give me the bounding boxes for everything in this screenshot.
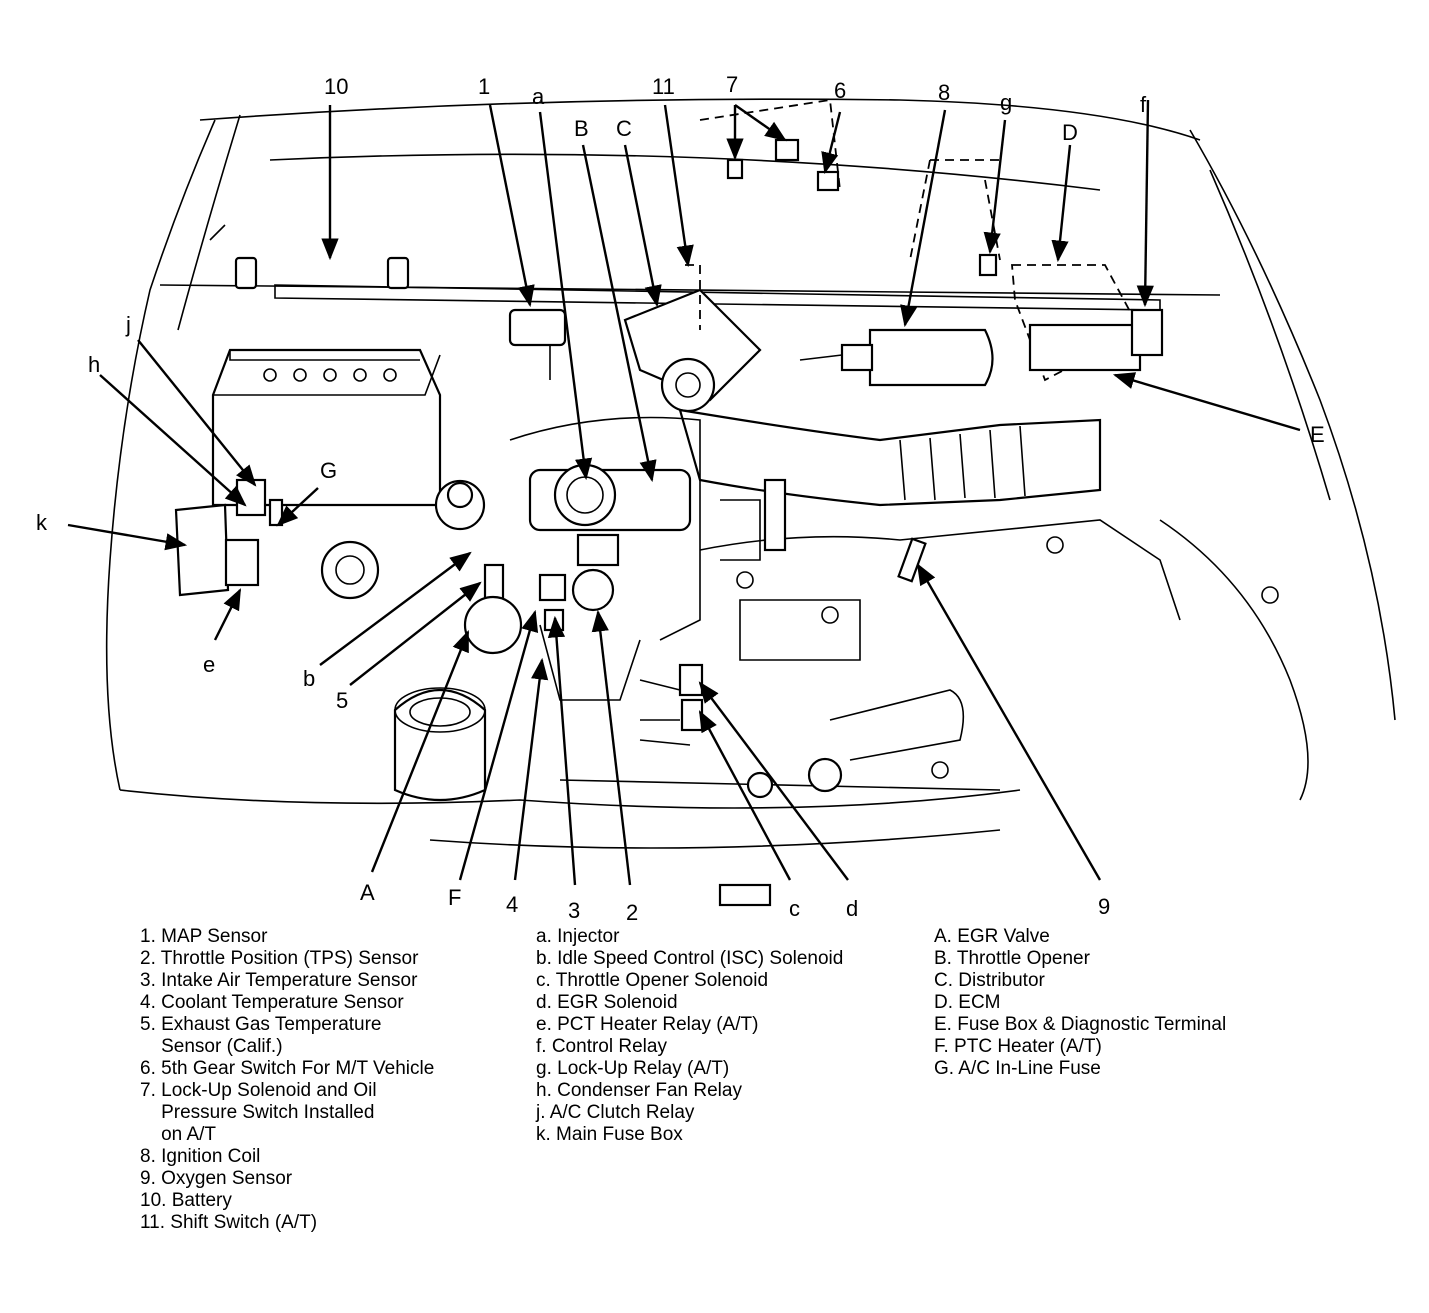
legend-item: 4. Coolant Temperature Sensor — [140, 992, 404, 1013]
legend-item: F. PTC Heater (A/T) — [934, 1036, 1102, 1057]
callout-D: D — [1062, 120, 1078, 145]
leader-7b — [734, 104, 787, 142]
legend-item: 3. Intake Air Temperature Sensor — [140, 970, 418, 991]
legend-item: f. Control Relay — [536, 1036, 667, 1057]
legend-item: h. Condenser Fan Relay — [536, 1080, 742, 1101]
leader-k — [67, 523, 188, 551]
callout-j: j — [125, 312, 131, 337]
legend-item: e. PCT Heater Relay (A/T) — [536, 1014, 759, 1035]
leader-G — [276, 487, 319, 527]
callout-4: 4 — [506, 892, 518, 917]
legend-item: B. Throttle Opener — [934, 948, 1090, 969]
callout-k: k — [36, 510, 48, 535]
callout-a: a — [532, 84, 545, 109]
leader-c — [698, 710, 792, 881]
leader-2 — [591, 609, 632, 886]
leader-E — [1112, 372, 1301, 432]
leader-11 — [663, 104, 694, 268]
legend-item: 11. Shift Switch (A/T) — [140, 1212, 318, 1233]
leader-a — [538, 111, 593, 481]
callout-B: B — [574, 116, 589, 141]
leader-3 — [547, 615, 577, 886]
leader-D — [1051, 144, 1072, 263]
callout-9: 9 — [1098, 894, 1110, 919]
callout-2: 2 — [626, 900, 638, 920]
leader-b — [319, 551, 472, 666]
leader-B — [581, 144, 657, 483]
callout-1: 1 — [478, 74, 490, 99]
leader-9 — [916, 563, 1102, 881]
battery — [211, 256, 442, 507]
legend-item: 8. Ignition Coil — [140, 1146, 261, 1167]
leader-j — [137, 339, 257, 487]
leader-4 — [513, 657, 549, 881]
legend-item: d. EGR Solenoid — [536, 992, 678, 1013]
legend-item: Pressure Switch Installed — [140, 1102, 375, 1123]
legend-item: c. Throttle Opener Solenoid — [536, 970, 769, 991]
engine-compartment-diagram: 10 1 a 11 7 6 8 g D f B C j h G k e b 5 … — [36, 72, 1396, 920]
legend-item: j. A/C Clutch Relay — [536, 1102, 695, 1123]
callout-5: 5 — [336, 688, 348, 713]
callout-f: f — [1140, 92, 1147, 117]
callout-3: 3 — [568, 898, 580, 920]
callout-C: C — [616, 116, 632, 141]
callout-b: b — [303, 666, 315, 691]
callout-h: h — [88, 352, 100, 377]
leader-f — [1136, 99, 1154, 308]
leader-d — [698, 681, 849, 881]
callout-c: c — [789, 896, 800, 920]
legend-uppercase-components: A. EGR Valve B. Throttle Opener C. Distr… — [934, 926, 1226, 1080]
legend-item: 10. Battery — [140, 1190, 232, 1211]
callout-7: 7 — [726, 72, 738, 97]
callout-10: 10 — [324, 74, 348, 99]
legend-item: C. Distributor — [934, 970, 1045, 991]
callout-8: 8 — [938, 80, 950, 105]
legend-item: 2. Throttle Position (TPS) Sensor — [140, 948, 419, 969]
air-intake-hose — [678, 408, 1102, 507]
legend-item: A. EGR Valve — [934, 926, 1050, 947]
leader-F — [458, 609, 539, 881]
throttle-body-and-engine — [434, 416, 1279, 779]
engine-top-components — [508, 98, 994, 413]
leader-6 — [821, 111, 842, 175]
main-fuse-box — [174, 478, 284, 597]
legend-lowercase-relays: a. Injector b. Idle Speed Control (ISC) … — [536, 926, 843, 1146]
callout-labels: 10 1 a 11 7 6 8 g D f B C j h G k e b 5 … — [36, 72, 1325, 920]
legend-item: 1. MAP Sensor — [140, 926, 268, 947]
leader-5 — [349, 581, 482, 686]
leader-1 — [488, 104, 535, 308]
legend-item: on A/T — [140, 1124, 217, 1145]
callout-g: g — [1000, 90, 1012, 115]
callout-d: d — [846, 896, 858, 920]
callout-6: 6 — [834, 78, 846, 103]
legend-item: a. Injector — [536, 926, 620, 947]
legend-item: 6. 5th Gear Switch For M/T Vehicle — [140, 1058, 435, 1079]
leader-g — [983, 119, 1007, 255]
legend-numbered-sensors: 1. MAP Sensor 2. Throttle Position (TPS)… — [140, 926, 434, 1234]
legend-item: b. Idle Speed Control (ISC) Solenoid — [536, 948, 844, 969]
leader-lines — [67, 99, 1301, 886]
lower-engine-components — [320, 537, 1001, 907]
ecm-and-fuse-box — [909, 159, 1164, 382]
legend-item: Sensor (Calif.) — [140, 1036, 283, 1057]
leader-C — [623, 144, 662, 308]
leader-A — [370, 629, 470, 873]
callout-F: F — [448, 885, 461, 910]
callout-e: e — [203, 652, 215, 677]
callout-E: E — [1310, 422, 1325, 447]
legend-item: E. Fuse Box & Diagnostic Terminal — [934, 1014, 1227, 1035]
legend-item: 7. Lock-Up Solenoid and Oil — [140, 1080, 377, 1101]
legend-item: k. Main Fuse Box — [536, 1124, 683, 1145]
legend-item: G. A/C In-Line Fuse — [934, 1058, 1101, 1079]
leader-8 — [900, 109, 947, 328]
legend-item: g. Lock-Up Relay (A/T) — [536, 1058, 730, 1079]
callout-G: G — [320, 458, 337, 483]
legend-item: 9. Oxygen Sensor — [140, 1168, 293, 1189]
legend-item: D. ECM — [934, 992, 1001, 1013]
callout-11: 11 — [652, 74, 675, 99]
leader-h — [99, 374, 247, 507]
legend-item: 5. Exhaust Gas Temperature — [140, 1014, 382, 1035]
callout-A: A — [360, 880, 375, 905]
leader-e — [213, 588, 242, 641]
